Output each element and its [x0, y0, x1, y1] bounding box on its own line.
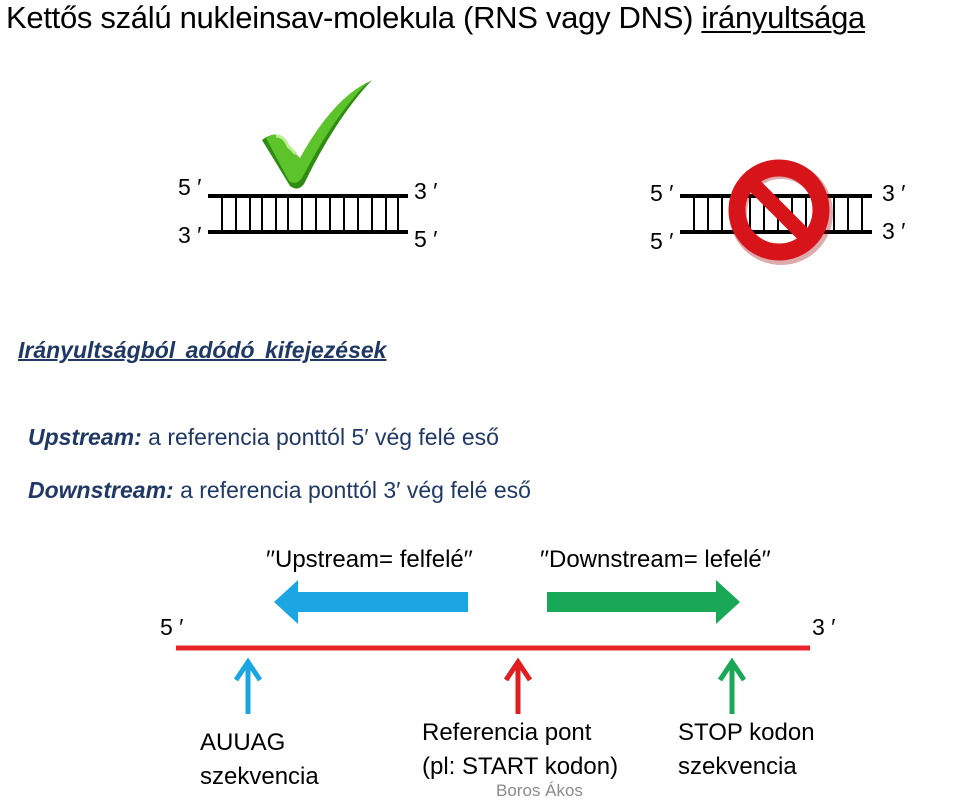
marker-arrow-stop: [717, 657, 747, 714]
caption-line: (pl: START kodon): [422, 753, 619, 780]
downstream-label: ′′Downstream= lefelé′′: [540, 546, 771, 573]
duplex-correct-bottom-left: 3 ′: [178, 222, 202, 248]
title-main: Kettős szálú nukleinsav-molekula (RNS va…: [6, 0, 702, 35]
definition-text: a referencia ponttól 3′ vég felé eső: [173, 477, 531, 503]
definition-downstream: Downstream: a referencia ponttól 3′ vég …: [28, 477, 531, 504]
prohibited-icon: [728, 159, 833, 265]
duplex-wrong-bottom-left: 5 ′: [650, 228, 674, 254]
page-title: Kettős szálú nukleinsav-molekula (RNS va…: [6, 0, 865, 38]
definition-text: a referencia ponttól 5′ vég felé eső: [141, 424, 499, 450]
marker-arrow-reference: [503, 657, 533, 714]
caption-line: Referencia pont: [422, 719, 592, 746]
section-heading: Irányultságból adódó kifejezések: [18, 337, 387, 363]
definition-term: Upstream:: [28, 424, 142, 450]
caption-line: STOP kodon: [678, 719, 815, 746]
duplex-wrong-bottom-right: 3 ′: [882, 218, 906, 244]
duplex-wrong-top-left: 5 ′: [650, 180, 674, 206]
caption-line: AUUAG: [200, 729, 286, 756]
caption-stop: STOP kodon szekvencia: [678, 716, 815, 784]
duplex-wrong-top-right: 3 ′: [882, 180, 906, 206]
duplex-correct-ladder: [208, 194, 408, 234]
caption-auuag: AUUAG szekvencia: [200, 726, 319, 794]
duplex-correct-bottom-right: 5 ′: [414, 226, 438, 252]
caption-line: szekvencia: [200, 763, 319, 790]
definition-term: Downstream:: [28, 477, 174, 503]
upstream-arrow: [274, 580, 468, 624]
strand-end-right: 3 ′: [812, 614, 836, 640]
upstream-label: ′′Upstream= felfelé′′: [266, 546, 473, 573]
marker-arrow-auuag: [233, 657, 263, 714]
caption-line: szekvencia: [678, 753, 797, 780]
author-credit: Boros Ákos: [496, 781, 583, 800]
duplex-correct-top-right: 3 ′: [414, 178, 438, 204]
definition-upstream: Upstream: a referencia ponttól 5′ vég fe…: [28, 424, 499, 451]
title-emphasis: irányultsága: [701, 0, 865, 35]
check-icon: [262, 80, 372, 189]
strand-end-left: 5 ′: [160, 614, 184, 640]
duplex-correct-top-left: 5 ′: [178, 174, 202, 200]
caption-reference: Referencia pont (pl: START kodon): [422, 716, 618, 784]
downstream-arrow: [547, 580, 740, 624]
